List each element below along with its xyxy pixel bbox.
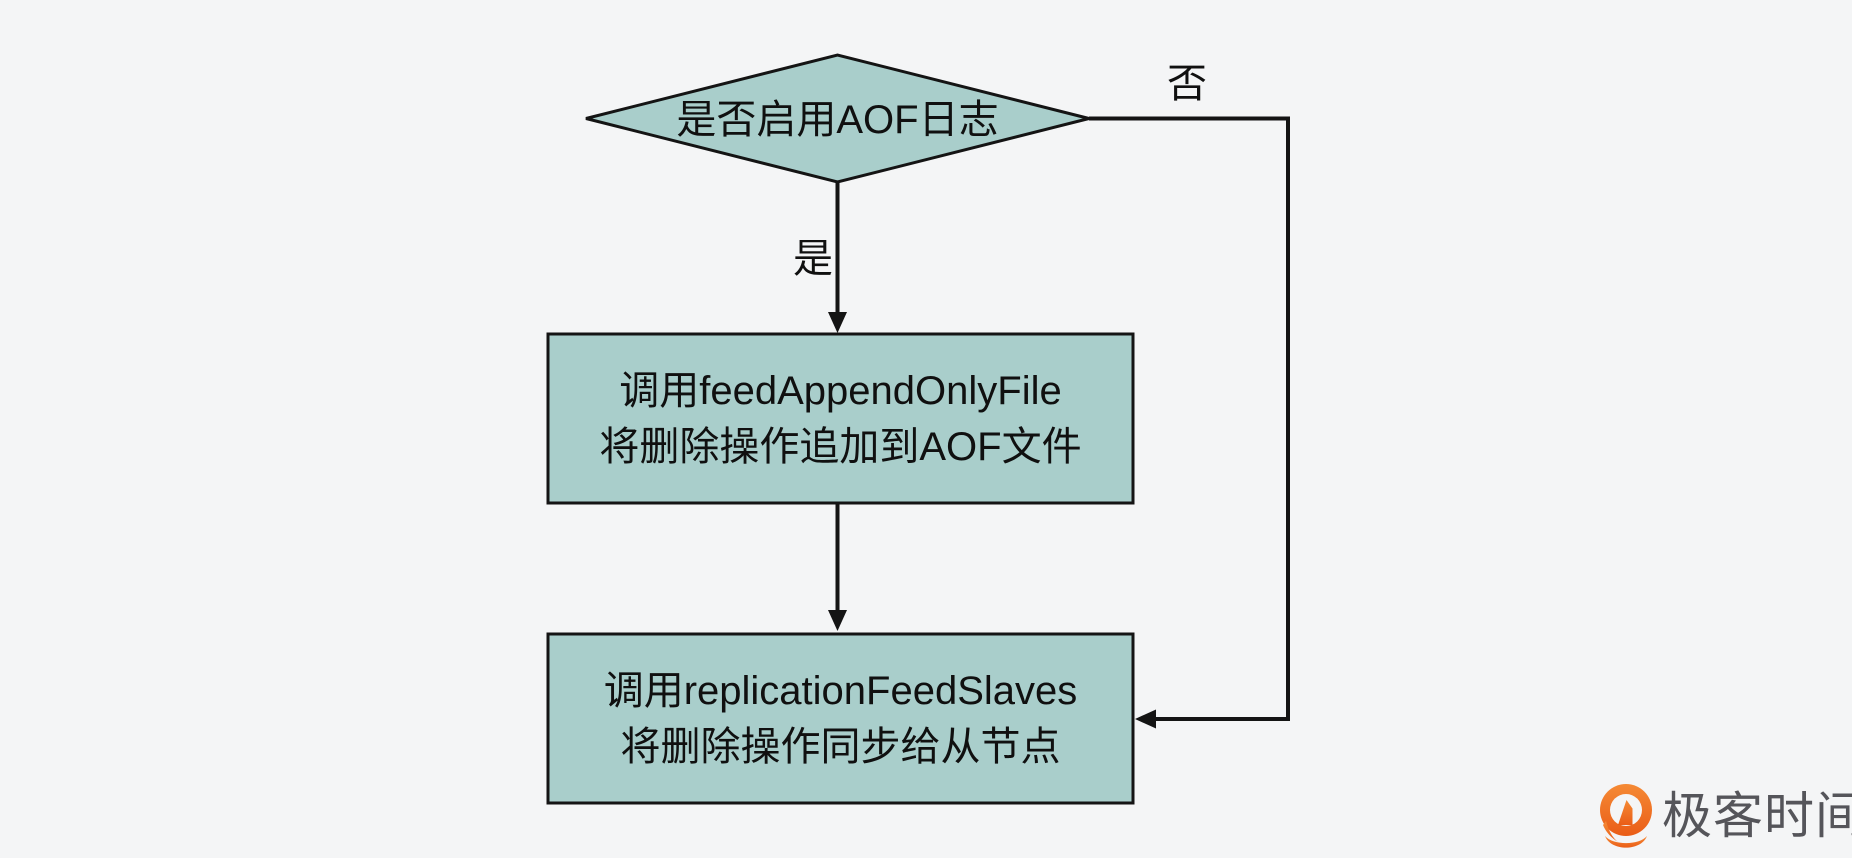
edge-no-path (1089, 116, 1290, 721)
process-repl-line1: 调用replicationFeedSlaves (604, 669, 1078, 713)
edge-yes-arrowhead-icon (828, 312, 847, 333)
decision-label: 是否启用AOF日志 (676, 98, 998, 142)
process-repl-box (546, 632, 1135, 805)
decision-diamond (585, 53, 1090, 184)
edge-yes-label: 是 (793, 237, 833, 281)
edge-no-label: 否 (1167, 62, 1207, 106)
geektime-logo: 极客时间 (1600, 784, 1852, 848)
process-aof-line2: 将删除操作追加到AOF文件 (599, 425, 1081, 469)
process-aof-box (546, 332, 1135, 505)
process-repl-line2: 将删除操作同步给从节点 (621, 725, 1061, 769)
edge-no-arrowhead-icon (1135, 709, 1156, 729)
process-aof-line1: 调用feedAppendOnlyFile (619, 369, 1061, 413)
geektime-logo-icon (1600, 784, 1652, 848)
geektime-logo-text: 极客时间 (1662, 788, 1852, 844)
edge-step-arrowhead-icon (828, 610, 847, 631)
